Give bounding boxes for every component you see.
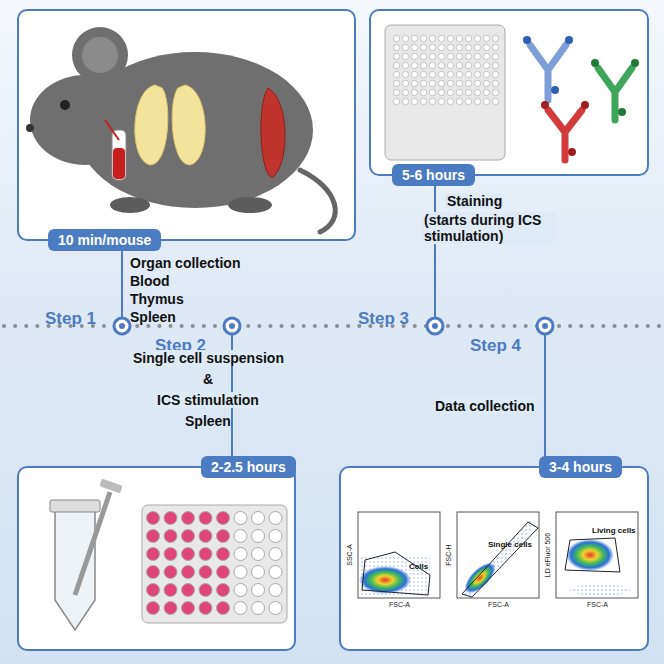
axis-label: FSC-A bbox=[389, 601, 410, 609]
step-note: (starts during ICS stimulation) bbox=[422, 212, 556, 244]
well bbox=[164, 548, 177, 561]
well-plate bbox=[385, 25, 505, 160]
well bbox=[182, 566, 195, 579]
tube bbox=[50, 478, 123, 630]
panel bbox=[18, 467, 295, 650]
axis-label: FSC-H bbox=[445, 544, 453, 565]
fluorophore bbox=[523, 36, 639, 156]
well bbox=[147, 512, 160, 525]
well bbox=[234, 566, 247, 579]
well bbox=[199, 566, 212, 579]
time-tab: 5-6 hours bbox=[392, 164, 475, 186]
step-title: Staining bbox=[445, 193, 504, 209]
well bbox=[182, 512, 195, 525]
organ-name: Blood bbox=[130, 273, 170, 289]
well bbox=[234, 530, 247, 543]
well bbox=[164, 530, 177, 543]
flow-plot bbox=[358, 512, 638, 598]
well bbox=[252, 512, 265, 525]
step-label: Step 3 bbox=[358, 309, 409, 329]
step-title: Single cell suspension bbox=[131, 350, 286, 366]
well bbox=[252, 530, 265, 543]
gate-label: Living cells bbox=[592, 526, 636, 535]
well bbox=[217, 512, 230, 525]
well bbox=[199, 530, 212, 543]
well bbox=[234, 512, 247, 525]
antibody bbox=[530, 45, 632, 160]
well bbox=[164, 512, 177, 525]
well bbox=[252, 602, 265, 615]
well-plate bbox=[142, 505, 287, 623]
well bbox=[147, 584, 160, 597]
axis-label: LD eFluor 506 bbox=[544, 533, 552, 577]
step-title: & bbox=[203, 371, 213, 387]
step-title: Organ collection bbox=[130, 255, 240, 271]
duration-text: 3-4 hours bbox=[549, 459, 612, 475]
well bbox=[269, 584, 282, 597]
axis-label: FSC-A bbox=[488, 601, 509, 609]
well bbox=[269, 512, 282, 525]
step-label: Step 4 bbox=[470, 336, 521, 356]
well bbox=[217, 584, 230, 597]
well bbox=[147, 602, 160, 615]
well bbox=[269, 548, 282, 561]
organ-name: Spleen bbox=[130, 309, 176, 325]
panel bbox=[340, 467, 648, 650]
step-label: Step 1 bbox=[45, 309, 96, 329]
well bbox=[199, 548, 212, 561]
panel bbox=[370, 10, 648, 175]
well bbox=[269, 566, 282, 579]
well bbox=[234, 602, 247, 615]
well bbox=[164, 602, 177, 615]
well bbox=[147, 566, 160, 579]
organ-name: Spleen bbox=[185, 413, 231, 429]
well bbox=[217, 548, 230, 561]
mouse bbox=[26, 27, 335, 232]
gate-label: Cells bbox=[409, 562, 428, 571]
well bbox=[199, 584, 212, 597]
well bbox=[217, 602, 230, 615]
axis-label: SSC-A bbox=[346, 544, 354, 565]
duration-text: 2-2.5 hours bbox=[211, 459, 286, 475]
timeline bbox=[4, 324, 660, 328]
well bbox=[182, 548, 195, 561]
well bbox=[164, 584, 177, 597]
well bbox=[269, 530, 282, 543]
well bbox=[182, 602, 195, 615]
panel bbox=[18, 10, 355, 240]
organ-name: Thymus bbox=[130, 291, 184, 307]
well bbox=[217, 530, 230, 543]
well bbox=[269, 602, 282, 615]
gate-label: Single cells bbox=[488, 540, 532, 549]
well bbox=[234, 548, 247, 561]
time-tab: 3-4 hours bbox=[539, 456, 622, 478]
step-title: ICS stimulation bbox=[155, 392, 261, 408]
time-tab: 2-2.5 hours bbox=[201, 456, 296, 478]
gate bbox=[362, 522, 620, 597]
well bbox=[252, 584, 265, 597]
duration-text: 10 min/mouse bbox=[58, 232, 151, 248]
well bbox=[199, 602, 212, 615]
well bbox=[252, 566, 265, 579]
well bbox=[147, 548, 160, 561]
well bbox=[147, 530, 160, 543]
well bbox=[234, 584, 247, 597]
density bbox=[359, 520, 630, 599]
duration-text: 5-6 hours bbox=[402, 167, 465, 183]
well bbox=[164, 566, 177, 579]
axis-label: FSC-A bbox=[587, 601, 608, 609]
step-circle bbox=[114, 318, 553, 334]
well bbox=[252, 548, 265, 561]
well bbox=[182, 530, 195, 543]
well bbox=[217, 566, 230, 579]
step-title: Data collection bbox=[433, 398, 537, 414]
well bbox=[182, 584, 195, 597]
well bbox=[199, 512, 212, 525]
time-tab: 10 min/mouse bbox=[48, 229, 161, 251]
